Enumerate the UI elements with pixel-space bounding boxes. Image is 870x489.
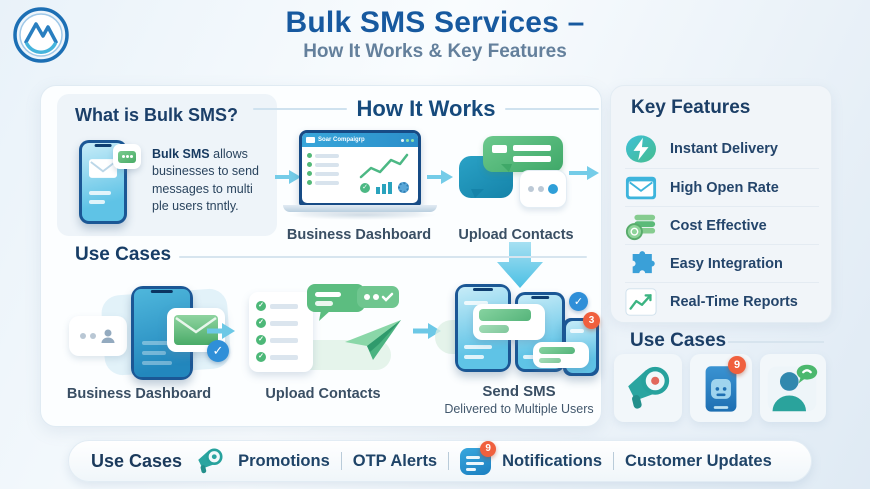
divider <box>253 108 347 110</box>
check-icon: ✓ <box>569 292 588 311</box>
how-it-works-heading: How It Works <box>356 96 496 121</box>
sms-bubble-icon <box>473 304 545 340</box>
footer-item-customer-updates: Customer Updates <box>625 451 772 470</box>
use-case-promotions-tile <box>614 354 682 422</box>
dashboard-screen-title: Soar Compaigrp <box>318 137 365 143</box>
key-features-heading: Key Features <box>631 97 751 118</box>
sms-bubble-icon <box>533 342 589 368</box>
how-it-works-header: How It Works <box>253 96 600 122</box>
notification-badge: 3 <box>583 312 600 329</box>
feature-easy-integration: Easy Integration <box>625 244 819 282</box>
arrow-right-icon <box>413 322 441 340</box>
send-sms-illustration: ✓ 3 <box>435 282 600 382</box>
typing-bubble-icon <box>519 170 567 208</box>
use-case-notifications-tile: 9 <box>690 354 752 422</box>
arrow-right-icon <box>275 169 301 185</box>
feature-label: Easy Integration <box>670 255 783 272</box>
window-dots-icon <box>401 138 414 142</box>
step-label-business-dashboard: Business Dashboard <box>286 227 432 243</box>
message-notification-icon: 9 <box>460 440 497 475</box>
flow-step2-label: Upload Contacts <box>265 386 381 402</box>
envelope-icon <box>89 159 117 178</box>
company-logo <box>13 7 69 63</box>
flow-step1-label: Business Dashboard <box>66 386 212 402</box>
coins-icon <box>625 214 656 240</box>
step-label-upload-contacts: Upload Contacts <box>458 227 574 243</box>
key-features-panel: Key Features Instant Delivery High Open … <box>610 85 832 323</box>
page-subtitle: How It Works & Key Features <box>303 41 567 62</box>
divider <box>340 452 342 470</box>
line-chart-icon <box>625 287 657 316</box>
upload-contacts-illustration <box>457 134 573 216</box>
feature-label: High Open Rate <box>670 179 779 196</box>
divider <box>613 452 615 470</box>
feature-label: Cost Effective <box>670 217 767 234</box>
support-person-icon <box>767 364 818 412</box>
tablet-notification-icon <box>705 366 737 412</box>
feature-label: Real-Time Reports <box>670 293 798 310</box>
laptop-dashboard-illustration: Soar Compaigrp ✓ <box>299 130 421 206</box>
use-cases-panel-heading: Use Cases <box>630 330 727 351</box>
chat-bubble-icon <box>113 144 141 169</box>
megaphone-icon <box>198 448 223 474</box>
arrow-right-icon <box>569 165 599 181</box>
footer-item-otp-alerts: OTP Alerts <box>352 451 438 470</box>
arrow-right-icon <box>427 169 453 185</box>
flow-upload-contacts-illustration: ✓ ✓ ✓ ✓ <box>241 284 405 382</box>
page-title: Bulk SMS Services – <box>285 6 585 39</box>
flow-step3-sublabel: Delivered to Multiple Users <box>444 402 594 416</box>
flow-step3-label: Send SMS <box>482 383 556 400</box>
contact-bubble-icon <box>69 316 127 356</box>
what-is-heading: What is Bulk SMS? <box>75 105 239 125</box>
chat-bubble-icon <box>307 284 367 327</box>
bars-icon <box>376 182 392 194</box>
arrow-down-icon <box>497 242 543 288</box>
feature-real-time-reports: Real-Time Reports <box>625 282 819 320</box>
growth-chart-icon <box>359 153 409 179</box>
feature-cost-effective: Cost Effective <box>625 206 819 244</box>
use-case-support-tile <box>760 354 826 422</box>
flow-business-dashboard-illustration: ✓ <box>69 284 237 382</box>
divider <box>505 108 600 110</box>
what-is-rest-text: allows businesses to send messages to mu… <box>152 147 260 213</box>
divider <box>448 452 450 470</box>
megaphone-icon <box>628 366 670 409</box>
typing-bubble-icon <box>357 286 401 317</box>
contact-list-icon: ✓ ✓ ✓ ✓ <box>249 292 313 372</box>
feature-label: Instant Delivery <box>670 141 778 157</box>
envelope-icon <box>306 137 315 143</box>
person-icon <box>101 329 115 343</box>
chat-bubble-icon <box>483 136 563 172</box>
footer-item-notifications: Notifications <box>502 451 603 470</box>
notification-badge: 9 <box>480 440 497 457</box>
what-is-bold-text: Bulk SMS <box>152 147 210 161</box>
key-features-list: Instant Delivery High Open Rate <box>625 130 819 320</box>
feature-instant-delivery: Instant Delivery <box>625 130 819 168</box>
footer-heading: Use Cases <box>91 450 183 471</box>
lightning-icon <box>626 135 656 163</box>
main-card: What is Bulk SMS? Bulk SMS allows busine… <box>40 85 602 427</box>
use-cases-panel: Use Cases 9 <box>610 328 832 427</box>
feature-high-open-rate: High Open Rate <box>625 168 819 206</box>
use-cases-heading: Use Cases <box>75 244 172 265</box>
puzzle-icon <box>632 250 655 273</box>
divider <box>179 256 587 258</box>
footer-use-cases-bar: Use Cases Promotions OTP Alerts 9 Notifi… <box>68 440 812 482</box>
check-icon: ✓ <box>360 183 370 193</box>
check-icon: ✓ <box>207 340 229 362</box>
mountain-logo-icon <box>13 7 69 63</box>
arrow-right-icon <box>207 322 235 340</box>
divider <box>728 341 824 343</box>
footer-item-promotions: Promotions <box>238 451 330 470</box>
shadow <box>287 210 437 220</box>
notification-badge: 9 <box>728 356 746 374</box>
what-is-bulk-sms-box: What is Bulk SMS? Bulk SMS allows busine… <box>57 94 277 236</box>
dashboard-header: Soar Compaigrp <box>302 133 418 147</box>
what-is-description: Bulk SMS allows businesses to send messa… <box>152 146 270 215</box>
envelope-icon <box>625 176 657 199</box>
paper-plane-icon <box>345 316 401 367</box>
laptop-base <box>283 205 437 212</box>
gear-icon <box>398 182 409 193</box>
